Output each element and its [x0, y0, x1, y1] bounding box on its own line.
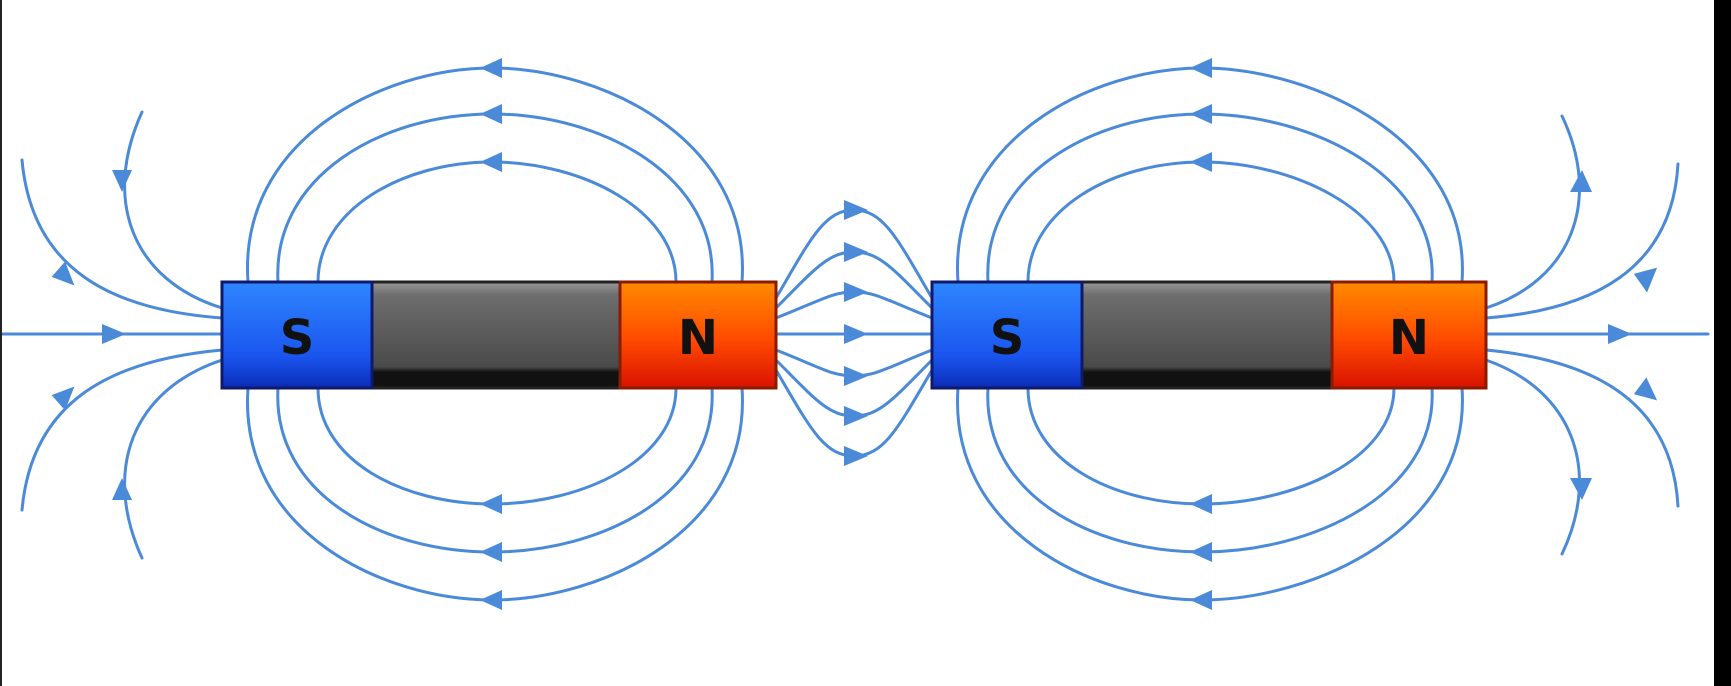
field-line	[123, 110, 224, 310]
arrow-icon	[1633, 267, 1658, 293]
field-line	[20, 158, 224, 320]
arrow-icon	[51, 386, 75, 411]
arrow-icon	[51, 261, 75, 286]
magnet-body	[1078, 280, 1336, 390]
arrow-icon	[1190, 494, 1212, 514]
arrow-icon	[844, 200, 868, 220]
arrow-icon	[480, 542, 502, 562]
arrow-icon	[1190, 58, 1212, 78]
arrow-icon	[1570, 478, 1592, 500]
field-line	[1484, 348, 1680, 508]
magnet-body	[368, 280, 624, 390]
arrow-icon	[112, 170, 132, 192]
south-pole	[930, 280, 1084, 390]
arrow-icon	[1608, 324, 1632, 344]
arrow-icon	[844, 282, 868, 302]
left-magnet: S N	[220, 280, 778, 390]
arrow-icon	[102, 324, 126, 344]
field-line	[316, 386, 678, 506]
arrow-icon	[844, 366, 868, 386]
north-pole	[1330, 280, 1488, 390]
south-pole	[220, 280, 374, 390]
field-line	[276, 386, 714, 554]
arrow-icon	[480, 590, 502, 610]
north-pole	[618, 280, 778, 390]
field-line	[1484, 114, 1581, 310]
arrow-icon	[1190, 590, 1212, 610]
field-arrows	[51, 58, 1658, 610]
arrow-icon	[480, 152, 502, 172]
south-pole-label: S	[280, 310, 315, 366]
arrow-icon	[1190, 152, 1212, 172]
arrow-icon	[844, 406, 868, 426]
arrow-icon	[1190, 104, 1212, 124]
right-magnet: S N	[930, 280, 1488, 390]
arrow-icon	[844, 446, 868, 466]
arrow-icon	[480, 58, 502, 78]
field-line	[276, 112, 714, 284]
field-line	[1484, 162, 1680, 320]
field-line	[1484, 358, 1581, 556]
arrow-icon	[112, 478, 132, 500]
arrow-icon	[844, 324, 868, 344]
field-line	[316, 160, 678, 284]
arrow-icon	[1633, 377, 1658, 401]
field-line	[986, 386, 1434, 554]
north-pole-label: N	[1389, 310, 1429, 366]
arrow-icon	[480, 104, 502, 124]
field-line	[1026, 160, 1396, 284]
field-line	[123, 358, 224, 560]
field-line	[1026, 386, 1396, 506]
arrow-icon	[844, 242, 868, 262]
field-line	[20, 348, 224, 512]
arrow-icon	[1570, 170, 1592, 192]
north-pole-label: N	[678, 310, 718, 366]
arrow-icon	[480, 494, 502, 514]
south-pole-label: S	[990, 310, 1025, 366]
field-line	[986, 112, 1434, 284]
arrow-icon	[1190, 542, 1212, 562]
